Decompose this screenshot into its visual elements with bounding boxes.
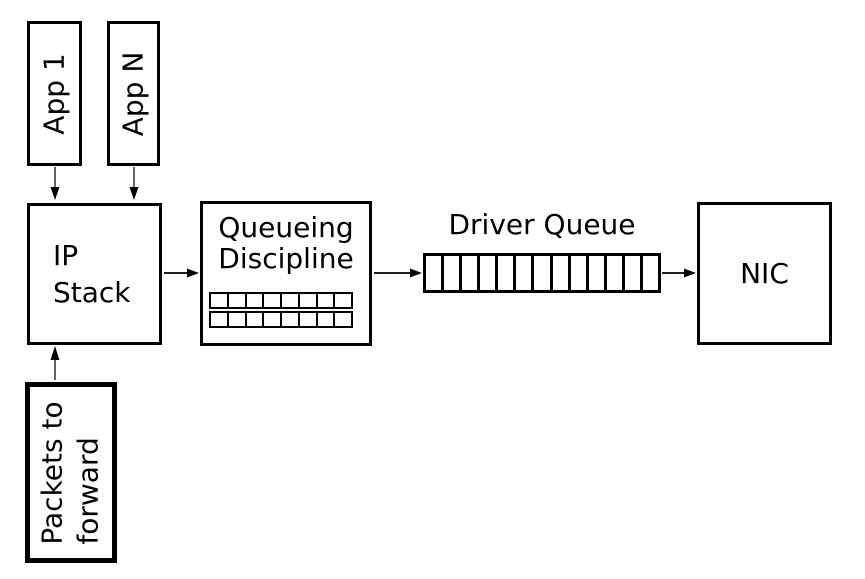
queue-cell <box>228 294 247 307</box>
queue-cell <box>317 294 336 307</box>
queue-cell <box>516 256 535 290</box>
queue-cell <box>211 294 229 307</box>
queue-cell <box>335 294 351 307</box>
node-packets-to-forward-label: Packets to forward <box>35 401 107 544</box>
queue-cell <box>299 294 318 307</box>
queue-cell <box>246 294 265 307</box>
node-queueing-discipline-label: Queueing Discipline <box>218 212 353 274</box>
arrow-driver-queue-to-nic <box>662 268 696 278</box>
node-nic-label: NIC <box>740 257 789 290</box>
queue-cell <box>462 256 481 290</box>
queue-cell <box>299 313 318 326</box>
qdisc-label-line2: Discipline <box>218 242 354 275</box>
node-ip-stack: IP Stack <box>27 203 162 345</box>
driver-queue-label: Driver Queue <box>448 208 636 241</box>
packets-label-line2: forward <box>72 436 106 545</box>
queue-cell <box>570 256 589 290</box>
node-packets-to-forward: Packets to forward <box>25 382 117 563</box>
ip-stack-label-line1: IP <box>53 239 79 272</box>
qdisc-label-line1: Queueing <box>218 211 354 244</box>
qdisc-queue-row-2 <box>209 311 353 328</box>
queue-cell <box>317 313 336 326</box>
node-app-n: App N <box>107 21 160 166</box>
queue-cell <box>264 313 282 326</box>
arrow-appn-to-ip-stack <box>129 167 139 200</box>
arrow-app1-to-ip-stack <box>50 167 60 200</box>
queue-cell <box>588 256 607 290</box>
queue-cell <box>444 256 463 290</box>
queue-cell <box>426 256 445 290</box>
queue-cell <box>282 294 300 307</box>
queue-cell <box>282 313 300 326</box>
queue-cell <box>642 256 659 290</box>
queue-cell <box>246 313 265 326</box>
queue-cell <box>480 256 499 290</box>
queue-cell <box>211 313 229 326</box>
queue-cell <box>498 256 517 290</box>
node-app-1: App 1 <box>27 21 82 166</box>
arrow-packets-to-ip-stack <box>50 346 60 380</box>
arrow-qdisc-to-driver-queue <box>374 268 422 278</box>
node-app-n-label: App N <box>116 51 150 136</box>
ip-stack-label-line2: Stack <box>53 276 131 309</box>
queue-cell <box>228 313 247 326</box>
queue-cell <box>606 256 625 290</box>
qdisc-queue-row-1 <box>209 292 353 309</box>
node-queueing-discipline: Queueing Discipline <box>200 201 372 346</box>
node-nic: NIC <box>697 202 832 345</box>
queue-cell <box>264 294 282 307</box>
queue-cell <box>552 256 571 290</box>
arrow-ip-stack-to-qdisc <box>164 268 199 278</box>
queue-cell <box>335 313 351 326</box>
node-ip-stack-label: IP Stack <box>53 237 131 311</box>
queue-cell <box>534 256 553 290</box>
queue-cell <box>624 256 643 290</box>
node-app-1-label: App 1 <box>37 52 71 135</box>
driver-queue-cells <box>423 253 661 293</box>
packets-label-line1: Packets to <box>36 400 70 545</box>
